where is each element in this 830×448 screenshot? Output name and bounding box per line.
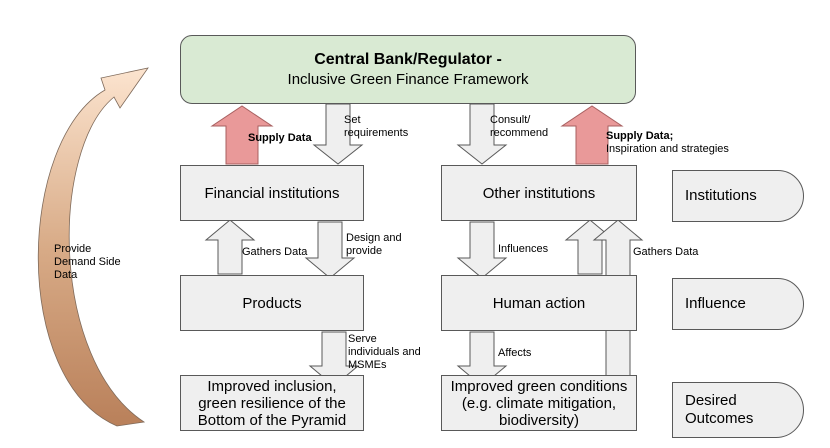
supply-data-right-arrow [560, 105, 624, 165]
gathers-data-left-label: Gathers Data [242, 246, 308, 258]
supply-data-left-arrow [210, 105, 274, 165]
human-action-box: Human action [441, 275, 637, 331]
institutions-tab: Institutions [672, 170, 804, 222]
design-provide-label: Design and provide [346, 232, 402, 257]
central-bank-title: Central Bank/Regulator - [314, 51, 502, 68]
outcome-green-label: Improved green conditions (e.g. climate … [450, 377, 628, 429]
serve-label: Serve individuals and MSMEs [348, 333, 421, 371]
demand-side-label: Provide Demand Side Data [54, 243, 121, 281]
financial-institutions-box: Financial institutions [180, 165, 364, 221]
outcome-green-box: Improved green conditions (e.g. climate … [441, 375, 637, 431]
financial-institutions-label: Financial institutions [204, 184, 340, 202]
outcome-inclusion-box: Improved inclusion, green resilience of … [180, 375, 364, 431]
products-label: Products [242, 294, 302, 312]
outcome-inclusion-label: Improved inclusion, green resilience of … [197, 377, 347, 429]
supply-data-right-label: Supply Data; Inspiration and strategies [606, 130, 729, 155]
central-bank-subtitle: Inclusive Green Finance Framework [287, 71, 529, 88]
gathers-data-right-label: Gathers Data [633, 246, 699, 258]
desired-outcomes-tab: Desired Outcomes [672, 382, 804, 438]
demand-side-curved-arrow [37, 67, 149, 427]
influence-tab-label: Influence [685, 295, 746, 312]
design-provide-arrow [304, 221, 356, 279]
other-institutions-box: Other institutions [441, 165, 637, 221]
other-institutions-label: Other institutions [482, 184, 596, 202]
consult-recommend-label: Consult/ recommend [490, 114, 549, 139]
desired-outcomes-line-2: Outcomes [685, 410, 754, 427]
consult-recommend-arrow [456, 103, 508, 165]
influences-label: Influences [498, 243, 549, 255]
institutions-tab-label: Institutions [685, 187, 757, 204]
desired-outcomes-line-1: Desired [685, 392, 737, 409]
supply-data-left-label: Supply Data [248, 132, 312, 144]
central-bank-box: Central Bank/Regulator - Inclusive Green… [180, 35, 636, 104]
human-action-label: Human action [492, 294, 586, 312]
set-requirements-arrow [312, 103, 364, 165]
gathers-data-left-arrow [204, 219, 256, 275]
influence-tab: Influence [672, 278, 804, 330]
influences-arrow [456, 221, 508, 279]
set-requirements-label: Set requirements [344, 114, 409, 139]
products-box: Products [180, 275, 364, 331]
affects-label: Affects [498, 347, 532, 359]
